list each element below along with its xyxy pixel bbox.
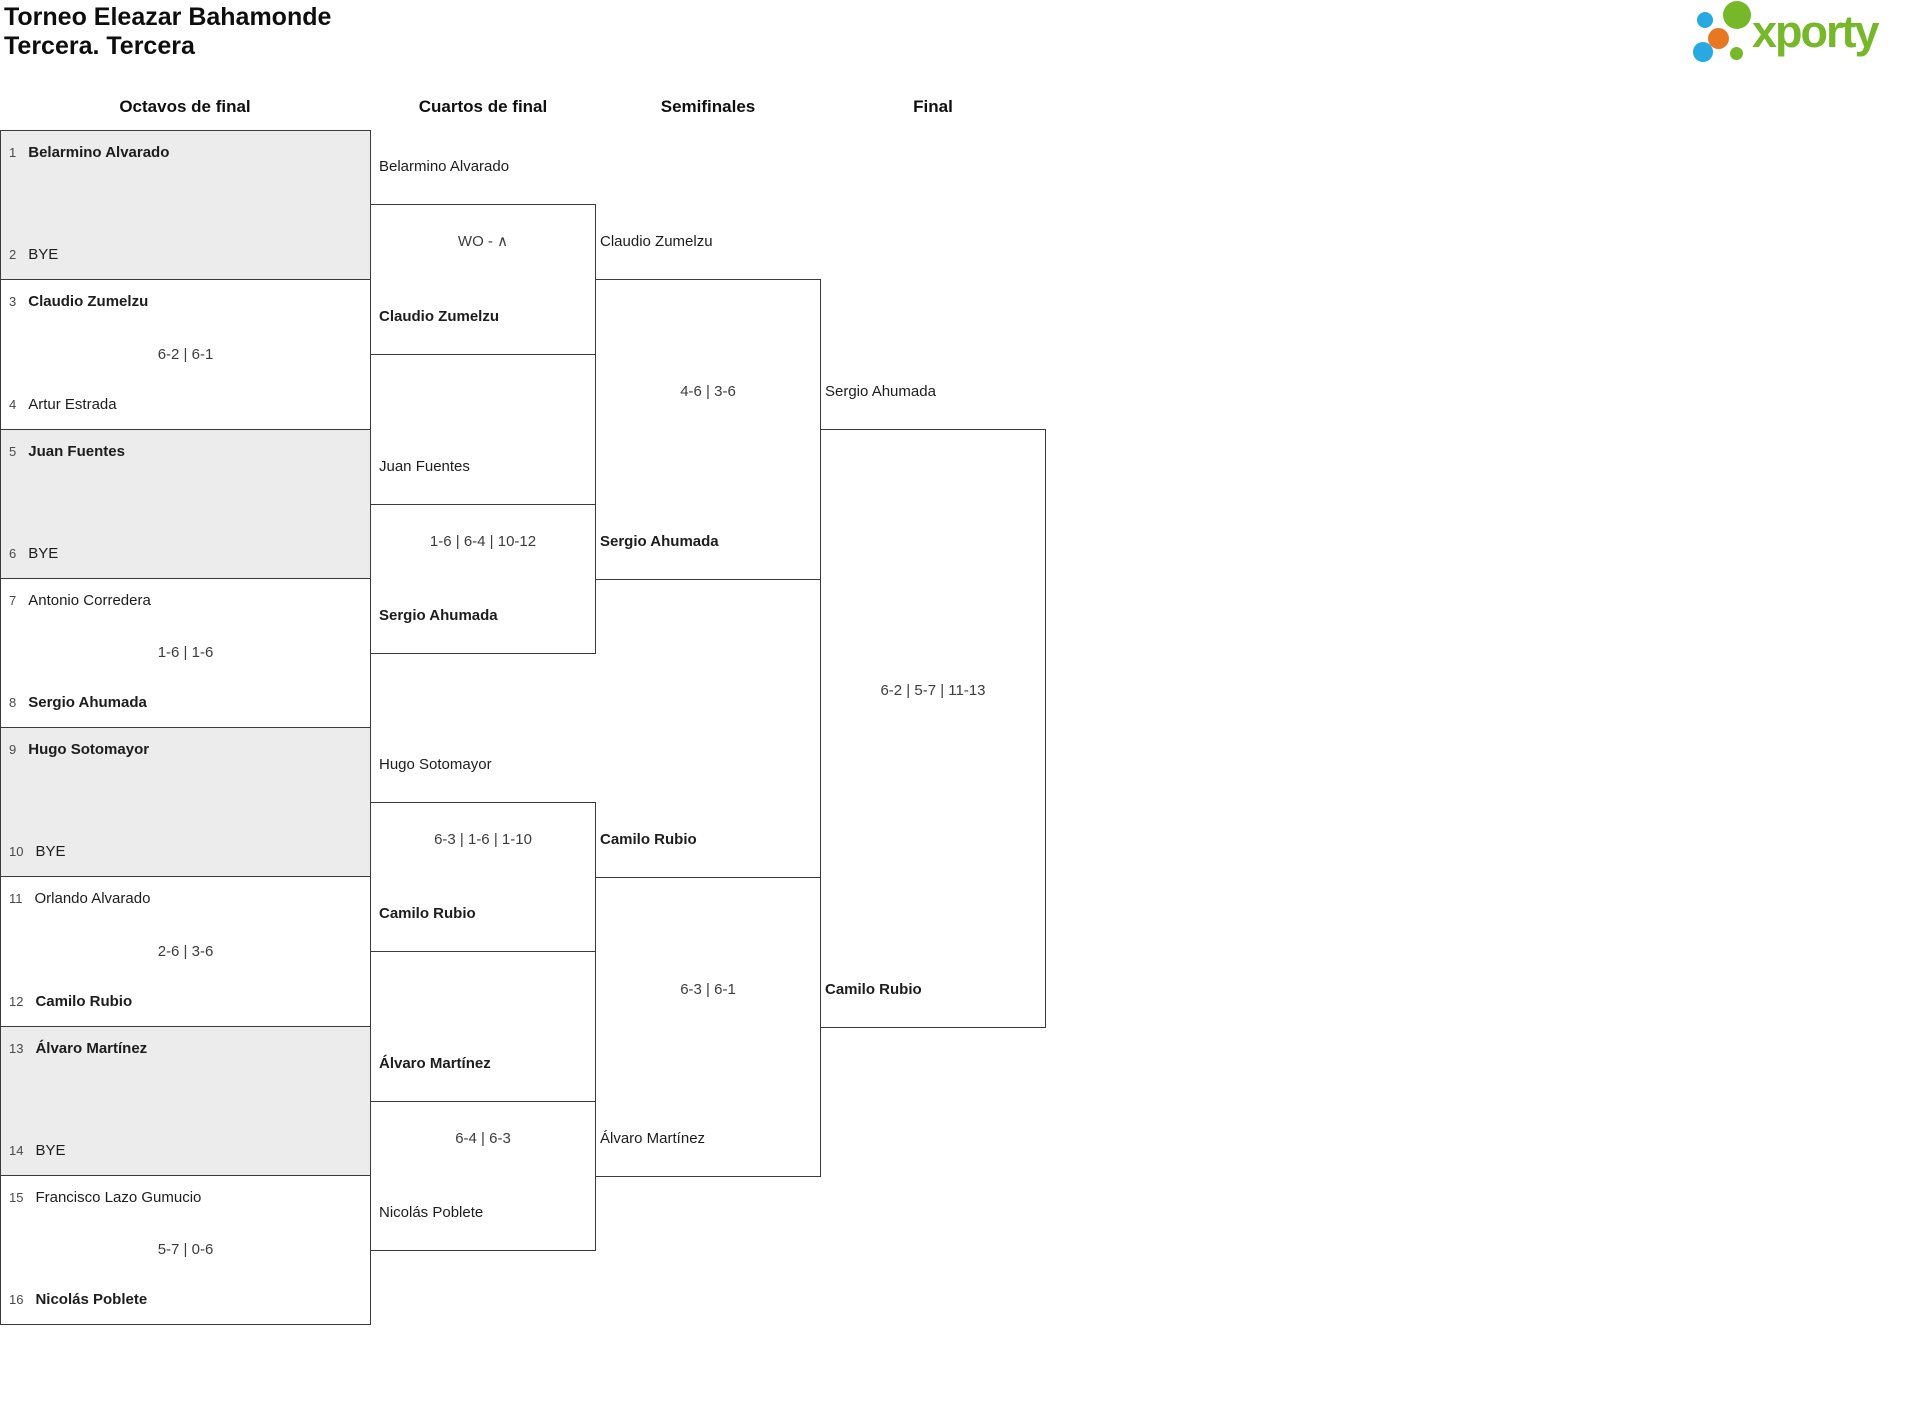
match-score: 6-3 | 1-6 | 1-10 (434, 831, 532, 848)
player-name: Nicolás Poblete (35, 1291, 148, 1308)
match-score: 5-7 | 0-6 (157, 1241, 214, 1258)
seed-number: 7 (9, 593, 17, 608)
match-score: 1-6 | 6-4 | 10-12 (429, 533, 537, 550)
logo-text: xporty (1752, 6, 1880, 57)
octavos-match-2: 3 Claudio Zumelzu 6-2 | 6-1 4 Artur Estrad… (0, 279, 371, 430)
round-header-semifinales: Semifinales (660, 97, 756, 116)
player-name: Claudio Zumelzu (379, 308, 499, 325)
round-header-final: Final (913, 97, 953, 116)
octavos-match-8: 15 Francisco Lazo Gumucio 5-7 | 0-6 16 Nic… (0, 1175, 371, 1325)
octavos-match-7: 13 Álvaro Martínez 14 BYE (0, 1026, 371, 1176)
player-name: Camilo Rubio (825, 981, 922, 998)
player-name: Claudio Zumelzu (600, 233, 713, 250)
seed-number: 14 (9, 1143, 24, 1158)
xporty-logo[interactable]: xporty (1690, 0, 1918, 64)
logo-dot-green-small-icon (1730, 47, 1743, 60)
logo-dot-orange-icon (1708, 28, 1729, 49)
match-score: WO - ∧ (457, 233, 509, 250)
player-name: Hugo Sotomayor (379, 756, 492, 773)
match-box (370, 802, 596, 952)
logo-dot-blue-small-icon (1697, 12, 1713, 28)
player-name: Camilo Rubio (600, 831, 697, 848)
octavos-match-1: 1 Belarmino Alvarado 2 BYE (0, 130, 371, 280)
page-title-line2: Tercera. Tercera (4, 32, 195, 60)
match-score: 4-6 | 3-6 (680, 383, 736, 400)
page-title-line1: Torneo Eleazar Bahamonde (4, 3, 332, 31)
seed-number: 10 (9, 844, 24, 859)
logo-dot-blue-large-icon (1693, 42, 1713, 62)
seed-number: 5 (9, 444, 17, 459)
octavos-match-3: 5 Juan Fuentes 6 BYE (0, 429, 371, 579)
player-name: Álvaro Martínez (35, 1040, 148, 1057)
match-score: 6-2 | 6-1 (157, 345, 214, 363)
player-name: Juan Fuentes (379, 458, 470, 475)
player-name: Francisco Lazo Gumucio (35, 1189, 202, 1206)
player-name: Belarmino Alvarado (379, 158, 510, 175)
player-name: Sergio Ahumada (600, 533, 719, 550)
player-name: Sergio Ahumada (825, 383, 936, 400)
player-name: Camilo Rubio (35, 993, 133, 1010)
seed-number: 6 (9, 546, 17, 561)
seed-number: 16 (9, 1292, 24, 1307)
player-name: Nicolás Poblete (379, 1204, 484, 1221)
player-name: Camilo Rubio (379, 905, 476, 922)
seed-number: 15 (9, 1190, 24, 1205)
match-score: 6-3 | 6-1 (680, 981, 736, 998)
player-name: Antonio Corredera (28, 592, 151, 609)
seed-number: 2 (9, 247, 17, 262)
seed-number: 8 (9, 695, 17, 710)
player-name: Belarmino Alvarado (28, 144, 170, 161)
match-score: 1-6 | 1-6 (157, 644, 214, 661)
seed-number: 12 (9, 994, 24, 1009)
player-name: Juan Fuentes (28, 443, 125, 460)
match-score: 2-6 | 3-6 (157, 942, 214, 960)
seed-number: 11 (9, 891, 23, 906)
player-name: BYE (35, 1142, 66, 1159)
seed-number: 3 (9, 294, 17, 309)
player-name: Claudio Zumelzu (28, 293, 149, 310)
player-name: Álvaro Martínez (600, 1130, 706, 1147)
player-name: BYE (35, 843, 66, 860)
player-name: Sergio Ahumada (28, 694, 147, 711)
match-box (370, 504, 596, 654)
player-name: Sergio Ahumada (379, 607, 498, 624)
seed-number: 13 (9, 1041, 24, 1056)
seed-number: 4 (9, 397, 17, 412)
player-name: Hugo Sotomayor (28, 741, 150, 758)
octavos-match-5: 9 Hugo Sotomayor 10 BYE (0, 727, 371, 877)
match-score: 6-4 | 6-3 (455, 1130, 511, 1147)
player-name: BYE (28, 246, 59, 263)
octavos-match-6: 11 Orlando Alvarado 2-6 | 3-6 12 Camilo Ru… (0, 876, 371, 1027)
match-box (820, 429, 1046, 1028)
seed-number: 9 (9, 742, 17, 757)
player-name: Orlando Alvarado (34, 890, 151, 907)
round-header-octavos: Octavos de final (119, 97, 251, 116)
seed-number: 1 (9, 145, 17, 160)
logo-dot-green-large-icon (1723, 1, 1751, 29)
match-score: 6-2 | 5-7 | 11-13 (880, 682, 986, 699)
player-name: Artur Estrada (28, 396, 117, 413)
match-box (370, 1101, 596, 1251)
match-box (370, 204, 596, 355)
octavos-match-4: 7 Antonio Corredera 1-6 | 1-6 8 Sergio Ahu… (0, 578, 371, 728)
player-name: Álvaro Martínez (379, 1055, 491, 1072)
round-header-cuartos: Cuartos de final (418, 97, 548, 116)
player-name: BYE (28, 545, 59, 562)
